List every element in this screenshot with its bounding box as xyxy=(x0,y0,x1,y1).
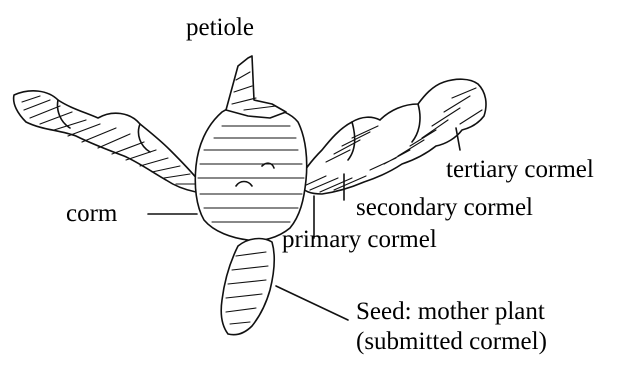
label-seed-line2: (submitted cormel) xyxy=(356,328,547,356)
seed-mother-plant xyxy=(221,239,274,335)
label-tertiary-cormel: tertiary cormel xyxy=(446,156,594,184)
seed-leader-line xyxy=(276,286,348,320)
petiole-stalk xyxy=(226,56,286,118)
label-corm: corm xyxy=(66,200,117,228)
label-primary-cormel: primary cormel xyxy=(282,226,437,254)
left-cormel-chain xyxy=(14,91,198,192)
label-seed-line1: Seed: mother plant xyxy=(356,298,545,326)
label-petiole: petiole xyxy=(186,14,254,42)
main-corm xyxy=(195,105,306,241)
label-secondary-cormel: secondary cormel xyxy=(356,194,533,222)
